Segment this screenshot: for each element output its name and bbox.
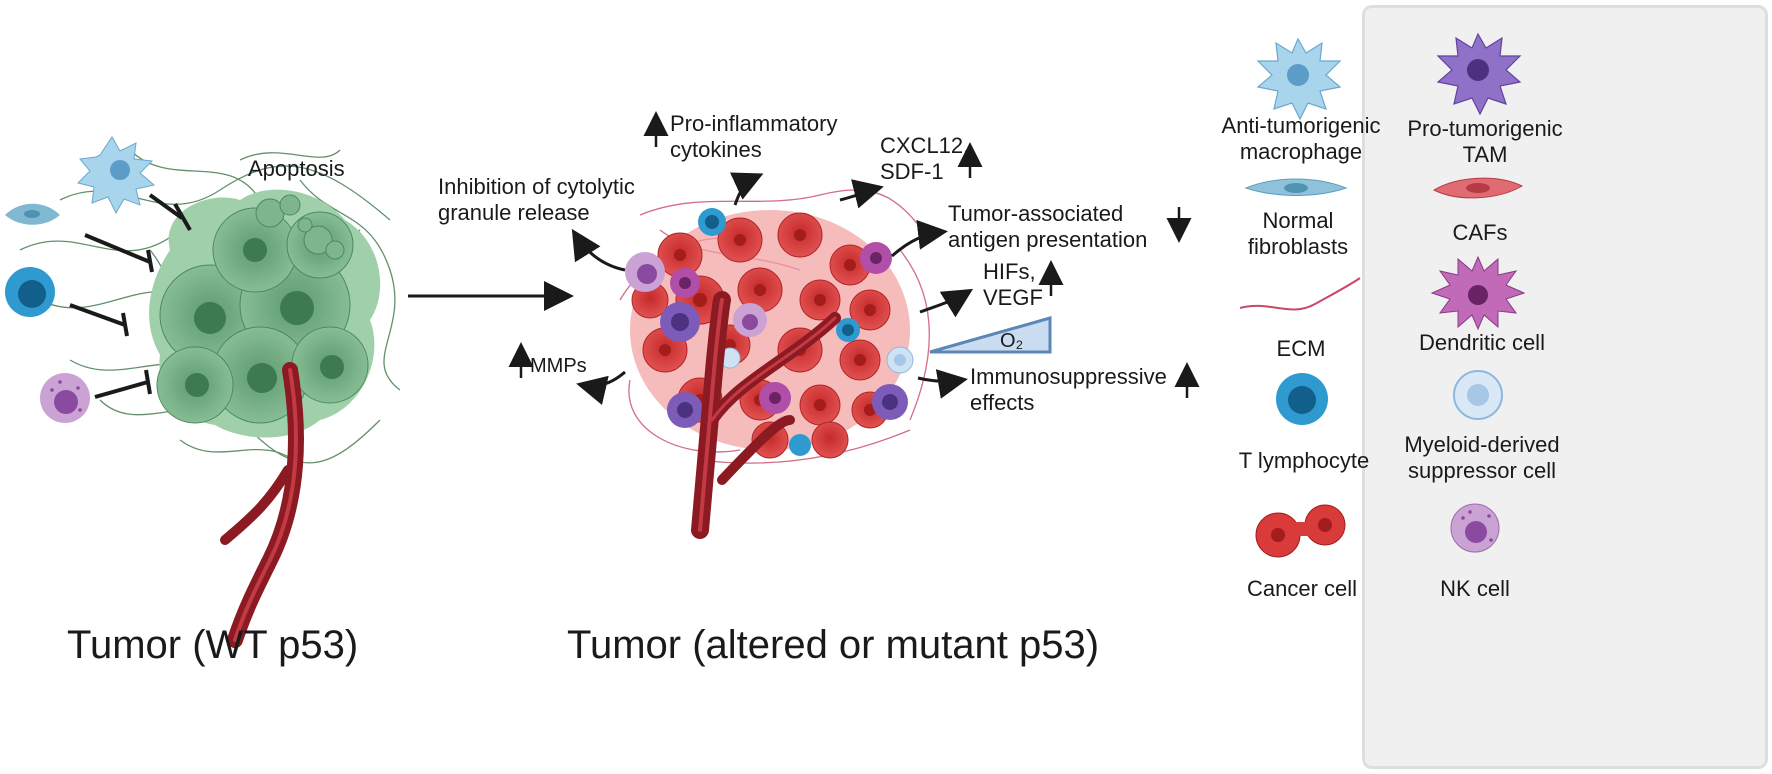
apoptosis-label: Apoptosis <box>248 156 345 181</box>
legend-fibroblast-line-2: fibroblasts <box>1247 234 1349 259</box>
legend-label-mdsc: Myeloid-derived suppressor cell <box>1387 432 1577 484</box>
o2-gradient-triangle <box>929 316 1052 354</box>
legend-label-nk-cell: NK cell <box>1440 576 1510 601</box>
legend-tam-line-1: Pro-tumorigenic <box>1407 116 1563 141</box>
legend-dendritic-icon <box>1430 255 1526 331</box>
legend-fibroblast-line-1: Normal <box>1262 208 1334 233</box>
legend-label-t-lymphocyte: T lymphocyte <box>1238 448 1370 473</box>
inhibition-line-1: Inhibition of cytolytic <box>438 174 635 199</box>
legend-label-ecm: ECM <box>1276 336 1326 361</box>
blood-vessel-right <box>691 291 841 539</box>
hifs-label: HIFs, VEGF <box>983 259 1043 311</box>
hifs-line-2: VEGF <box>983 285 1043 310</box>
legend-cancer-cell-icon <box>1255 504 1346 558</box>
cxcl12-line-2: SDF-1 <box>880 159 944 184</box>
wt-tumor-caption: Tumor (WT p53) <box>67 623 359 667</box>
legend-macrophage-line-2: macrophage <box>1239 139 1363 164</box>
inhibition-lines <box>69 193 192 399</box>
pro-inflammatory-line-2: cytokines <box>670 137 762 162</box>
legend-label-caf: CAFs <box>1452 220 1508 245</box>
pro-inflammatory-line-1: Pro-inflammatory <box>670 111 838 136</box>
tme-immune-cells <box>625 208 914 456</box>
green-tumor-mass <box>149 189 381 438</box>
immuno-line-1: Immunosuppressive <box>970 364 1167 389</box>
cxcl12-line-1: CXCL12, <box>880 133 970 158</box>
hifs-line-1: HIFs, <box>983 259 1036 284</box>
legend-label-macrophage: Anti-tumorigenic macrophage <box>1206 113 1396 165</box>
mutant-tumor-caption: Tumor (altered or mutant p53) <box>567 623 1100 667</box>
legend-panel <box>1362 5 1768 769</box>
legend-caf-icon <box>1432 177 1524 199</box>
pro-inflammatory-label: Pro-inflammatory cytokines <box>670 111 837 163</box>
blood-vessel-left <box>220 362 304 648</box>
legend-fibroblast-icon <box>1244 178 1348 196</box>
o2-label: O₂ <box>1000 330 1024 352</box>
legend-label-tam: Pro-tumorigenic TAM <box>1390 116 1580 168</box>
t-lymphocyte-left <box>5 267 55 317</box>
legend-nk-cell-icon <box>1450 503 1500 553</box>
antigen-line-1: Tumor-associated <box>948 201 1124 226</box>
effect-arrows <box>571 172 974 406</box>
antigen-label: Tumor-associated antigen presentation <box>948 201 1147 253</box>
antigen-line-2: antigen presentation <box>948 227 1148 252</box>
legend-label-fibroblast: Normal fibroblasts <box>1203 208 1393 260</box>
normal-fibroblast-left <box>5 203 60 225</box>
immuno-label: Immunosuppressive effects <box>970 364 1167 416</box>
legend-tam-icon <box>1436 32 1522 116</box>
indicator-arrows <box>508 111 1200 398</box>
legend-macrophage-line-1: Anti-tumorigenic <box>1221 113 1381 138</box>
legend-mdsc-line-1: Myeloid-derived <box>1404 432 1560 457</box>
legend-tam-line-2: TAM <box>1462 142 1508 167</box>
nk-cell-left <box>40 373 90 423</box>
inhibition-label: Inhibition of cytolytic granule release <box>438 174 635 226</box>
legend-mdsc-line-2: suppressor cell <box>1408 458 1556 483</box>
anti-tumorigenic-macrophage-left <box>77 136 156 215</box>
legend-ecm-icon <box>1239 277 1361 311</box>
cxcl12-label: CXCL12, SDF-1 <box>880 133 969 185</box>
inhibition-line-2: granule release <box>438 200 590 225</box>
mutant-tumor-group <box>508 111 1200 539</box>
legend-t-lymphocyte-icon <box>1276 373 1328 425</box>
legend-label-cancer-cell: Cancer cell <box>1246 576 1358 601</box>
legend-mdsc-icon <box>1453 370 1503 420</box>
legend-label-dendritic: Dendritic cell <box>1419 330 1545 355</box>
wt-tumor-group <box>5 136 401 648</box>
immuno-line-2: effects <box>970 390 1035 415</box>
mmps-label: MMPs <box>530 355 587 377</box>
legend-macrophage-icon <box>1256 37 1342 121</box>
